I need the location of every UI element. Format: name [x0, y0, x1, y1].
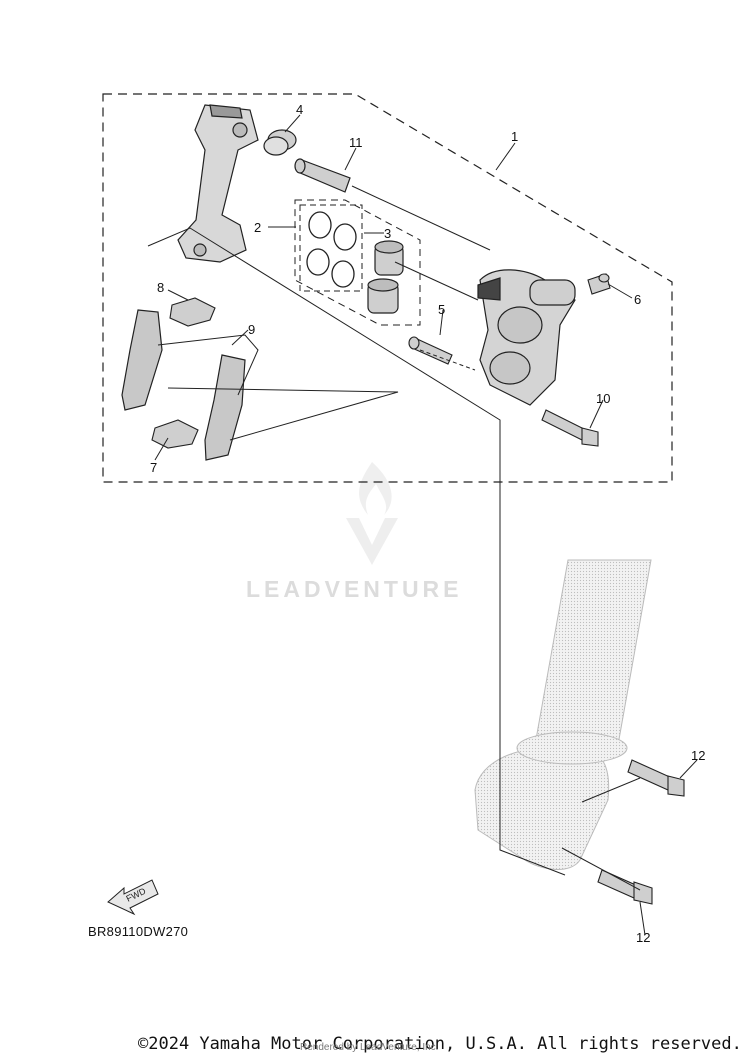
callout-1: 1 [511, 129, 518, 144]
watermark-text: LEADVENTURE [246, 576, 463, 602]
caliper-bolt-part [541, 409, 599, 447]
axle-pinch-bolts [597, 759, 685, 905]
leader-lines [154, 114, 698, 936]
callout-12-lower: 12 [636, 930, 650, 945]
brake-pads-part [121, 309, 246, 461]
callout-11: 11 [349, 135, 363, 150]
pad-spring-part [169, 297, 216, 327]
callout-9: 9 [248, 322, 255, 337]
watermark-logo [346, 462, 398, 565]
forward-arrow-icon: FWD [107, 879, 159, 916]
slide-pin-part [294, 158, 351, 193]
callout-6: 6 [634, 292, 641, 307]
callout-8: 8 [157, 280, 164, 295]
pad-clip-part [151, 419, 199, 449]
oring-seals [306, 211, 357, 288]
callout-3: 3 [384, 226, 391, 241]
caliper-bracket [177, 104, 259, 263]
boot-part [263, 129, 297, 156]
callout-labels: 1 2 3 4 5 6 7 8 9 10 11 12 12 [150, 102, 705, 945]
reference-lines [147, 185, 641, 891]
caliper-pistons [367, 240, 404, 314]
fork-leg [474, 559, 652, 870]
rendered-by-note: Rendered by LeadVenture, Inc. [300, 1042, 439, 1053]
seal-kit-outline [294, 199, 421, 326]
callout-2: 2 [254, 220, 261, 235]
caliper-body [477, 269, 576, 406]
callout-10: 10 [596, 391, 610, 406]
pad-pin-part [408, 336, 453, 365]
diagram-code: BR89110DW270 [88, 924, 189, 939]
copyright-notice: ©2024 Yamaha Motor Corporation, U.S.A. A… [138, 1034, 742, 1054]
caliper-assembly-outline [102, 93, 673, 483]
callout-7: 7 [150, 460, 157, 475]
callout-12-upper: 12 [691, 748, 705, 763]
oring-set-outline [299, 204, 363, 292]
callout-4: 4 [296, 102, 303, 117]
callout-5: 5 [438, 302, 445, 317]
bleed-screw-part [587, 273, 611, 295]
